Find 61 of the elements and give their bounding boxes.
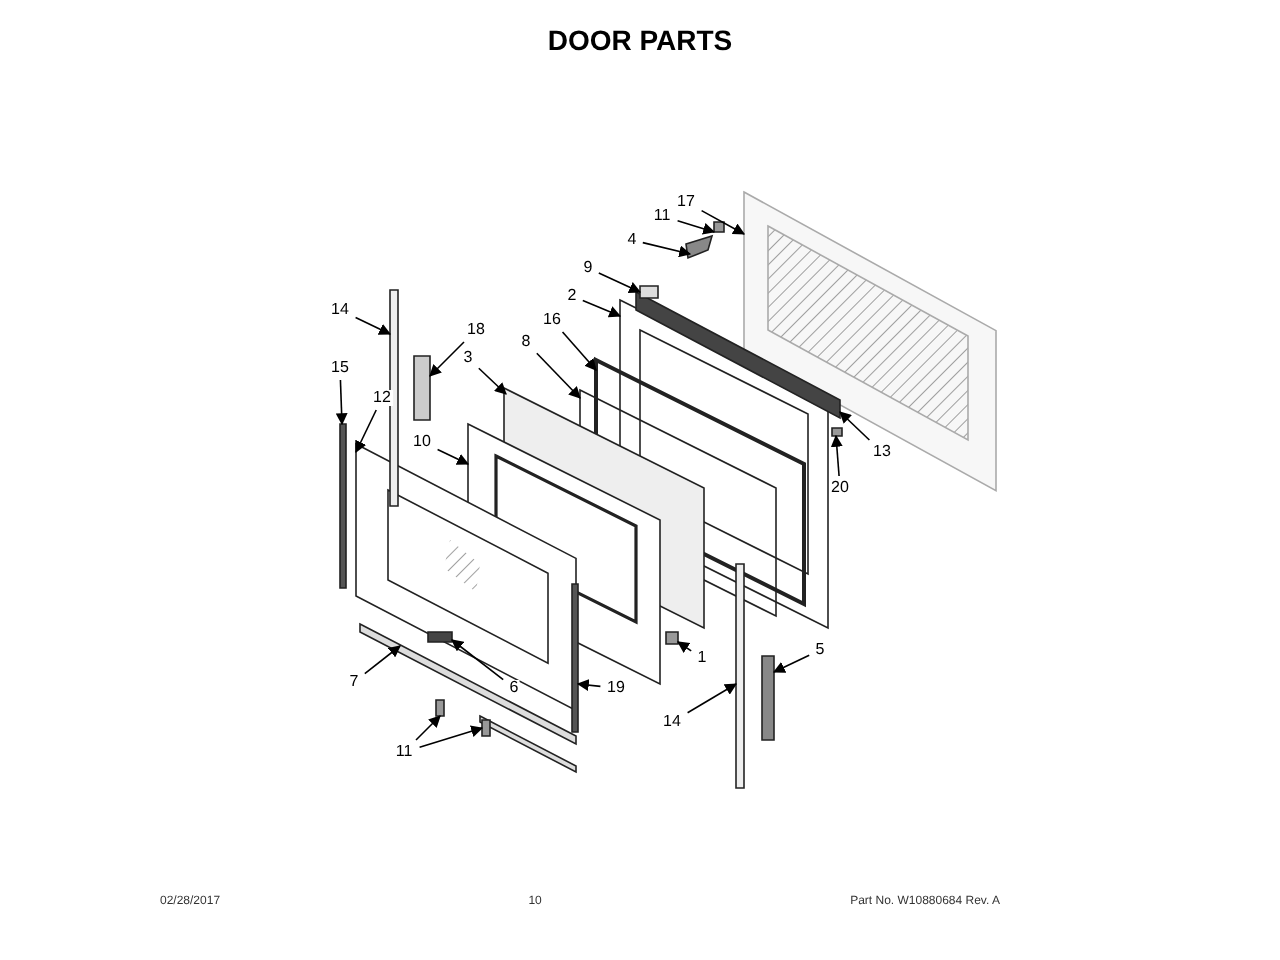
callout-number: 14: [329, 302, 351, 318]
callout-number: 11: [651, 208, 673, 224]
callout-number: 13: [871, 444, 893, 460]
leader-line: [415, 715, 441, 741]
callout-number: 8: [519, 334, 533, 350]
callout-number: 19: [605, 680, 627, 696]
door-hinge: [761, 655, 775, 741]
leader-line: [478, 367, 507, 395]
leader-line: [354, 316, 392, 335]
callout-number: 14: [661, 714, 683, 730]
leader-line: [598, 272, 642, 293]
leader-line: [676, 220, 716, 235]
hinge-cap: [639, 285, 659, 299]
leader-line: [700, 209, 746, 235]
leader-line: [830, 434, 843, 477]
callout-number: 15: [329, 360, 351, 376]
callout-number: 2: [565, 288, 579, 304]
screw: [435, 699, 445, 717]
callout-number: 16: [541, 312, 563, 328]
callout-number: 4: [625, 232, 639, 248]
leader-line: [335, 379, 348, 426]
bracket: [685, 234, 714, 260]
callout-number: 11: [393, 744, 415, 760]
trim-strip: [339, 423, 347, 589]
callout-number: 6: [507, 680, 521, 696]
trim-strip: [571, 583, 579, 733]
leader-line: [772, 654, 810, 673]
leader-line: [561, 331, 597, 371]
leader-line: [418, 725, 484, 748]
callout-number: 7: [347, 674, 361, 690]
callout-number: 17: [675, 194, 697, 210]
leader-line: [355, 409, 378, 454]
callout-number: 18: [465, 322, 487, 338]
leader-line: [839, 411, 871, 441]
leader-line: [582, 299, 622, 318]
leader-line: [677, 641, 692, 653]
callout-number: 1: [695, 650, 709, 666]
leader-line: [451, 639, 504, 681]
callout-number: 10: [411, 434, 433, 450]
screw: [665, 631, 679, 645]
door-hinge: [413, 355, 431, 421]
leader-line: [364, 645, 401, 675]
trim-strip: [735, 563, 745, 789]
callout-number: 5: [813, 642, 827, 658]
leader-line: [536, 352, 581, 399]
trim-strip: [389, 289, 399, 507]
callout-number: 20: [829, 480, 851, 496]
vent-bar: [635, 290, 841, 420]
diagram-title: DOOR PARTS: [545, 22, 735, 60]
screw: [831, 427, 843, 437]
callout-number: 9: [581, 260, 595, 276]
leader-line: [576, 679, 602, 692]
leader-line: [642, 241, 692, 258]
callout-number: 12: [371, 390, 393, 406]
bottom-trim: [359, 622, 577, 774]
callout-number: 3: [461, 350, 475, 366]
leader-line: [429, 341, 465, 377]
screw: [713, 221, 725, 233]
screw: [481, 719, 491, 737]
leader-line: [436, 448, 470, 465]
leader-line: [686, 683, 738, 714]
